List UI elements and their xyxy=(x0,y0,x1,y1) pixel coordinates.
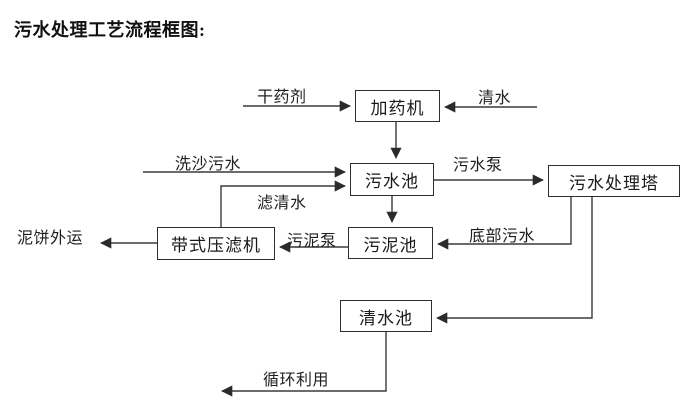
label-mud-cake-out: 泥饼外运 xyxy=(17,230,84,247)
node-clean-water-pool: 清水池 xyxy=(340,300,432,332)
node-dosing-machine: 加药机 xyxy=(355,90,440,122)
label-bottom-sewage: 底部污水 xyxy=(469,228,536,245)
label-recycle: 循环利用 xyxy=(263,372,330,389)
label-dry-agent: 干药剂 xyxy=(257,89,307,106)
connector-clean-water-pool-to-recycle xyxy=(221,332,387,397)
label-sludge-pump: 污泥泵 xyxy=(287,233,337,250)
connector-filtered-water-press-to-sewage-pool xyxy=(220,180,346,227)
label-sand-washing-sewage: 洗沙污水 xyxy=(175,156,242,173)
label-clean-water: 清水 xyxy=(478,90,512,107)
node-treatment-tower: 污水处理塔 xyxy=(548,165,680,197)
node-sludge-pool: 污泥池 xyxy=(348,227,433,259)
connector-bottom-sewage-tower-to-sludge-pool xyxy=(437,197,572,250)
node-belt-filter-press: 带式压滤机 xyxy=(157,227,275,260)
label-sewage-pump: 污水泵 xyxy=(453,157,503,174)
node-sewage-pool: 污水池 xyxy=(350,163,434,196)
page-title: 污水处理工艺流程框图: xyxy=(14,20,206,40)
label-filtered-water: 滤清水 xyxy=(257,195,307,212)
connector-tower-to-clean-water-pool xyxy=(436,197,593,324)
